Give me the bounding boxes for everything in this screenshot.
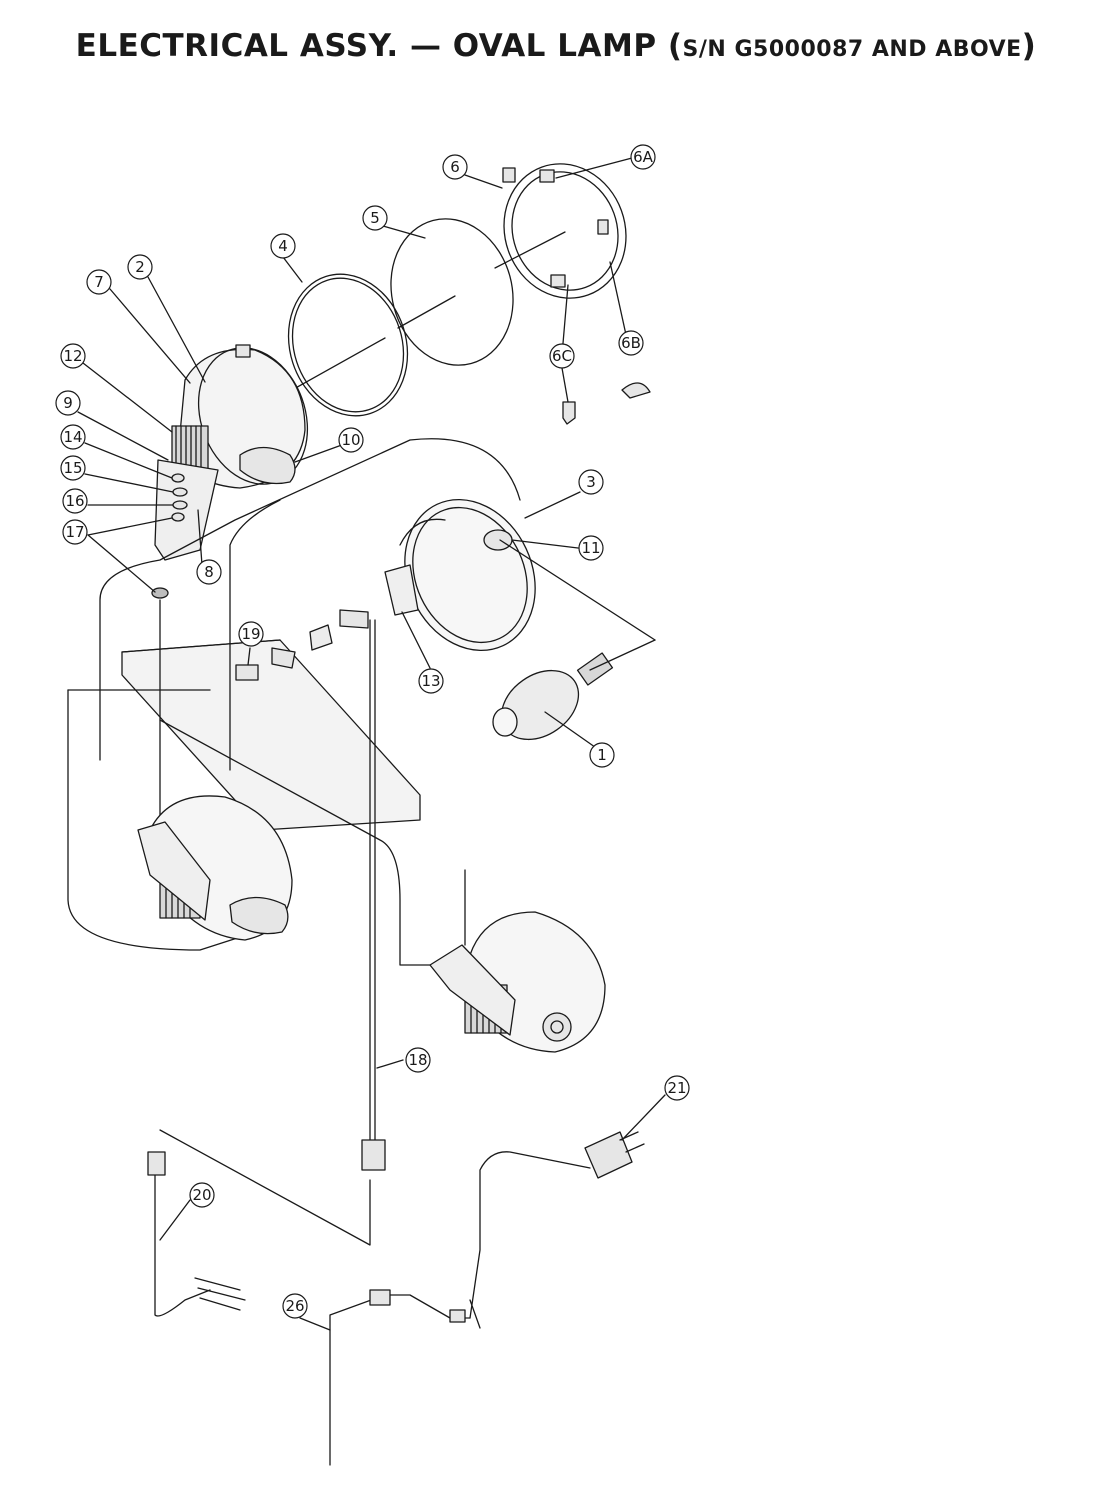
lower-left-lamp [137, 795, 293, 941]
callout-19: 19 [238, 621, 264, 647]
callout-12: 12 [60, 343, 86, 369]
callout-10: 10 [338, 427, 364, 453]
washer-stack [151, 473, 188, 599]
retaining-ring-part [494, 163, 627, 299]
callout-label-17: 17 [65, 523, 84, 541]
callout-1: 1 [589, 742, 615, 768]
power-plug [584, 1131, 645, 1179]
callout-21: 21 [664, 1075, 690, 1101]
callout-9: 9 [55, 390, 81, 416]
callout-label-5: 5 [370, 209, 380, 227]
callout-7: 7 [86, 269, 112, 295]
callout-label-19: 19 [241, 625, 260, 643]
callout-label-18: 18 [408, 1051, 427, 1069]
callout-label-16: 16 [65, 492, 84, 510]
lens-part [390, 218, 514, 366]
callout-6a: 6A [630, 144, 656, 170]
callout-label-21: 21 [667, 1079, 686, 1097]
gasket-part [287, 273, 409, 417]
callout-label-9: 9 [63, 394, 73, 412]
callout-26: 26 [282, 1293, 308, 1319]
callout-label-4: 4 [278, 237, 288, 255]
diagram-title: ELECTRICAL ASSY. — OVAL LAMP (S/N G50000… [0, 28, 1112, 64]
callout-label-6: 6 [450, 158, 460, 176]
callout-label-8: 8 [204, 563, 214, 581]
callout-group: 1 2 3 4 5 6 6A 6B 6C 7 8 9 10 11 12 13 1… [55, 144, 690, 1319]
callout-label-14: 14 [63, 428, 82, 446]
callout-6c: 6C [549, 343, 575, 369]
lower-right-lamp [429, 869, 606, 1053]
title-open-paren: ( [667, 28, 683, 64]
callout-label-6b: 6B [621, 334, 641, 352]
callout-8: 8 [196, 559, 222, 585]
callout-18: 18 [405, 1047, 431, 1073]
mounting-bracket [154, 459, 219, 561]
callout-20: 20 [189, 1182, 215, 1208]
callout-label-12: 12 [63, 347, 82, 365]
callout-label-13: 13 [421, 672, 440, 690]
callout-13: 13 [418, 668, 444, 694]
bracket-13-part [384, 564, 419, 616]
callout-16: 16 [62, 488, 88, 514]
callout-17: 17 [62, 519, 88, 545]
callout-label-10: 10 [341, 431, 360, 449]
callout-label-3: 3 [586, 473, 596, 491]
callout-6b: 6B [618, 330, 644, 356]
callout-3: 3 [578, 469, 604, 495]
callout-2: 2 [127, 254, 153, 280]
callout-label-26: 26 [285, 1297, 304, 1315]
callout-label-7: 7 [94, 273, 104, 291]
callout-label-1: 1 [597, 746, 607, 764]
title-main: ELECTRICAL ASSY. — OVAL LAMP [75, 28, 668, 64]
wiring-harness [67, 438, 591, 1466]
callout-5: 5 [362, 205, 388, 231]
pad-6b-part [621, 382, 651, 399]
upper-left-lamp-housing [177, 344, 309, 489]
callout-label-11: 11 [581, 539, 600, 557]
callout-label-15: 15 [63, 459, 82, 477]
callout-15: 15 [60, 455, 86, 481]
callout-14: 14 [60, 424, 86, 450]
callout-label-6a: 6A [633, 148, 654, 166]
title-subtitle: S/N G5000087 AND ABOVE [682, 37, 1022, 62]
clip-6c-part [562, 401, 576, 425]
callout-6: 6 [442, 154, 468, 180]
title-close-paren: ) [1021, 28, 1037, 64]
callout-label-20: 20 [192, 1186, 211, 1204]
callout-4: 4 [270, 233, 296, 259]
callout-label-6c: 6C [552, 347, 572, 365]
callout-11: 11 [578, 535, 604, 561]
callout-label-2: 2 [135, 258, 145, 276]
